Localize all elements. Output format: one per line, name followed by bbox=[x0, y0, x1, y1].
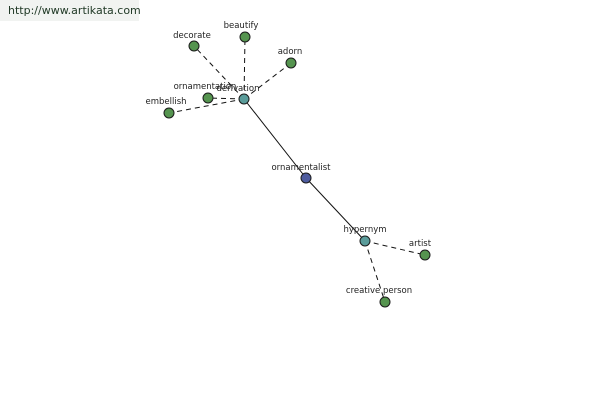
edge-ornamentalist-hypernym bbox=[305, 177, 366, 242]
node-label-hypernym: hypernym bbox=[343, 225, 386, 235]
leaf-node-adorn[interactable] bbox=[285, 57, 297, 69]
edge-hypernym-artist bbox=[364, 240, 426, 256]
node-label-artist: artist bbox=[409, 239, 432, 249]
leaf-node-embellish[interactable] bbox=[163, 107, 175, 119]
edge-derivation-ornamentation bbox=[207, 97, 245, 100]
leaf-node-creative-person[interactable] bbox=[379, 296, 391, 308]
edge-ornamentalist-derivation bbox=[243, 98, 307, 179]
node-label-decorate: decorate bbox=[173, 31, 211, 41]
edge-layer bbox=[168, 36, 426, 303]
label-layer: decorate beautify adorn ornamentation embell… bbox=[145, 21, 431, 296]
node-label-ornamentalist: ornamentalist bbox=[271, 163, 331, 173]
node-label-ornamentation: ornamentation bbox=[174, 82, 237, 92]
relation-node-hypernym[interactable] bbox=[359, 235, 371, 247]
leaf-node-artist[interactable] bbox=[419, 249, 431, 261]
edge-derivation-embellish bbox=[168, 98, 245, 114]
edge-derivation-decorate bbox=[193, 45, 245, 100]
node-label-embellish: embellish bbox=[145, 97, 186, 107]
node-label-derivation: derivation bbox=[216, 84, 259, 94]
leaf-node-beautify[interactable] bbox=[239, 31, 251, 43]
leaf-node-decorate[interactable] bbox=[188, 40, 200, 52]
edge-derivation-adorn bbox=[243, 62, 292, 100]
node-label-creative-person: creative person bbox=[346, 286, 412, 296]
source-link[interactable]: http://www.artikata.com bbox=[0, 0, 141, 21]
center-node-ornamentalist[interactable] bbox=[300, 172, 312, 184]
relation-node-derivation[interactable] bbox=[238, 93, 250, 105]
leaf-node-ornamentation[interactable] bbox=[202, 92, 214, 104]
edge-hypernym-creative-person bbox=[364, 240, 386, 303]
edge-derivation-beautify bbox=[243, 36, 246, 100]
node-layer bbox=[163, 31, 431, 308]
node-label-adorn: adorn bbox=[278, 47, 303, 57]
node-label-beautify: beautify bbox=[224, 21, 259, 31]
